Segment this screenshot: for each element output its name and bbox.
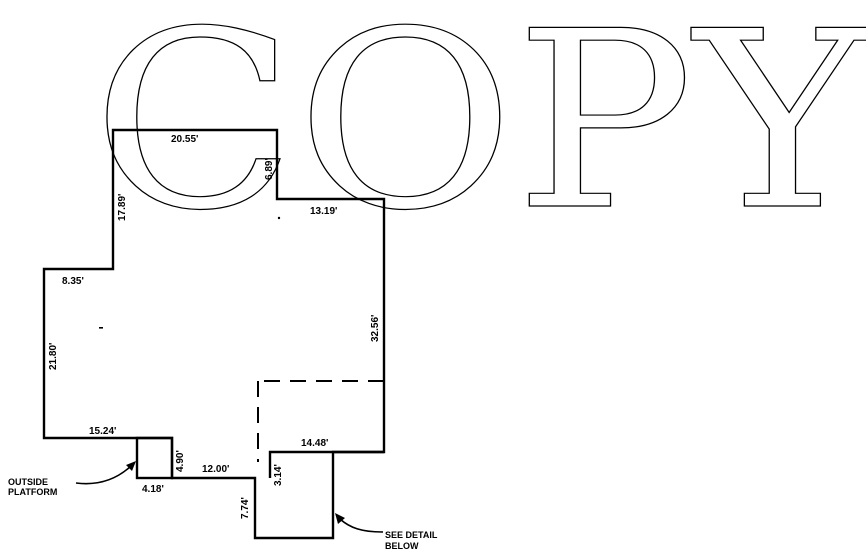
dimension-bottom-left: 15.24' (89, 426, 116, 437)
interior-mark (277, 216, 281, 220)
building-outline (42, 128, 386, 540)
outside-platform-label-line2: PLATFORM (8, 487, 57, 497)
dimension-bottom-middle: 12.00' (202, 464, 229, 475)
dimension-inner-right: 14.48' (301, 438, 328, 449)
outside-platform-box (135, 436, 174, 480)
dimension-lower-vertical: 7.74' (240, 497, 251, 519)
dimension-right-vertical: 32.56' (370, 315, 381, 342)
inner-step-line (268, 450, 384, 478)
copy-watermark: COPY (92, 0, 866, 264)
interior-mark-dash (99, 327, 103, 329)
dimension-top: 20.55' (171, 134, 198, 145)
see-detail-arrowhead (335, 513, 345, 524)
dimension-inner-vertical: 3.14' (273, 464, 284, 486)
dimension-platform-width: 4.18' (142, 484, 164, 495)
dimension-left-upper-vertical: 17.89' (117, 194, 128, 221)
see-detail-leader (339, 518, 384, 533)
see-detail-label-line2: BELOW (385, 541, 419, 550)
dimension-right-top: 13.19' (310, 206, 337, 217)
see-detail-label-line1: SEE DETAIL (385, 530, 438, 540)
outside-platform-leader (75, 465, 132, 485)
dimension-left-vertical: 21.80' (48, 343, 59, 370)
outside-platform-label-line1: OUTSIDE (8, 477, 48, 487)
dimension-left-step: 8.35' (62, 276, 84, 287)
dimension-platform-height: 4.90' (175, 450, 186, 472)
outside-platform-arrowhead (126, 461, 136, 471)
dimension-notch-vertical: 6.89' (264, 158, 275, 180)
